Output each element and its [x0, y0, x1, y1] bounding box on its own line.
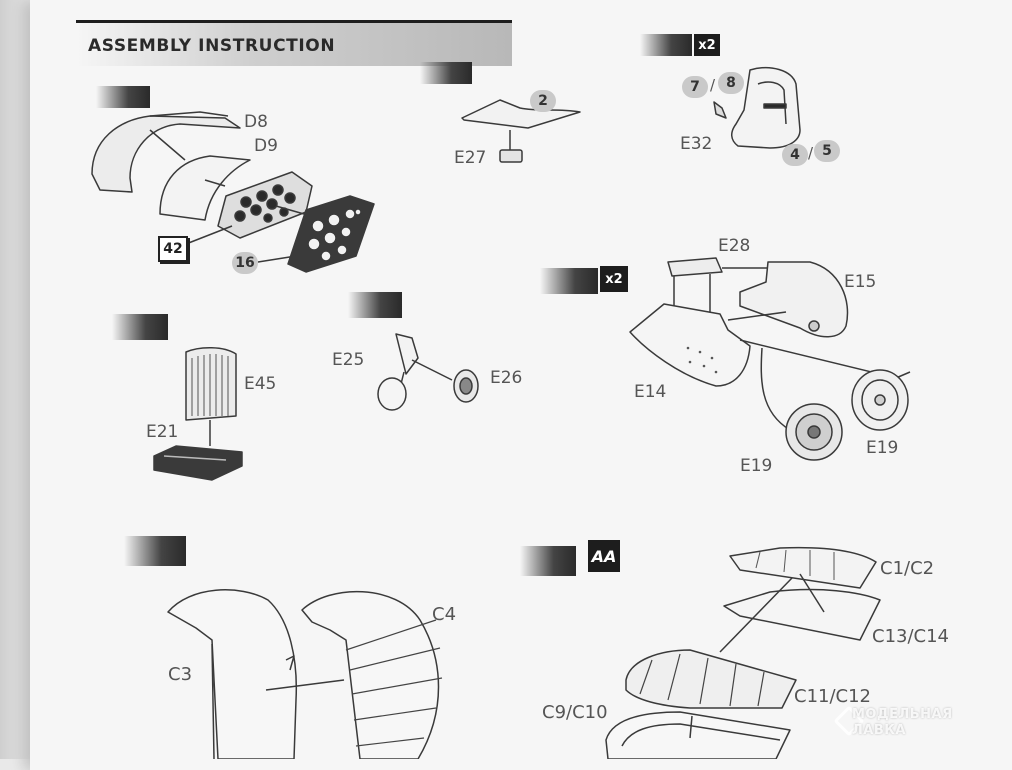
watermark: МОДЕЛЬНАЯ ЛАВКА: [852, 707, 1002, 747]
title-bar: [76, 20, 512, 66]
label-e27: E27: [454, 148, 487, 168]
label-e19-left: E19: [740, 456, 773, 476]
callout-8: 8: [718, 72, 744, 94]
callout-slash-45: /: [808, 144, 814, 162]
label-e19-right: E19: [866, 438, 899, 458]
part-c9c10-shape: [605, 711, 791, 759]
part-c13c14-shape: [723, 588, 881, 641]
callout-5: 5: [814, 140, 840, 162]
step-bar-2: [420, 62, 472, 84]
part-e45-shape: [185, 347, 237, 446]
part-d8-shape: [91, 111, 241, 193]
part-e32-shape: [713, 66, 801, 149]
callout-7: 7: [682, 76, 708, 98]
label-d9: D9: [254, 136, 278, 156]
part-e14-shape: [629, 303, 787, 387]
label-e15: E15: [844, 272, 877, 292]
watermark-line1: МОДЕЛЬНАЯ: [852, 707, 953, 722]
label-e25: E25: [332, 350, 365, 370]
label-e32: E32: [680, 134, 713, 154]
part-e19-wheel-right: [851, 369, 909, 431]
label-c3: C3: [168, 664, 193, 685]
watermark-line2: ЛАВКА: [852, 723, 906, 738]
label-e14: E14: [634, 382, 667, 402]
callout-4: 4: [782, 144, 808, 166]
multiplier-badge-top: x2: [694, 34, 720, 56]
part-c4-shape: [301, 590, 443, 759]
step-bar-1: [96, 86, 150, 108]
step-bar-4: [540, 268, 598, 294]
step-bar-7: [124, 536, 186, 566]
part-c11c12-shape: [625, 649, 797, 709]
label-e21: E21: [146, 422, 179, 442]
label-e26: E26: [490, 368, 523, 388]
part-e19-wheel-left: [785, 403, 843, 461]
part-e21-shape: [153, 445, 243, 481]
part-c1c2-shape: [729, 546, 877, 589]
step-bar-5: [112, 314, 168, 340]
label-e28: E28: [718, 236, 751, 256]
step-bar-6: [348, 292, 402, 318]
callout-2: 2: [530, 90, 556, 112]
part-e27-shape: [461, 99, 581, 163]
label-c4: C4: [432, 604, 457, 625]
part-d9-shape: [149, 129, 251, 221]
label-e45: E45: [244, 374, 277, 394]
callout-box-42: 42: [158, 236, 188, 262]
label-c9c10: C9/C10: [542, 702, 608, 723]
page-title: ASSEMBLY INSTRUCTION: [88, 36, 336, 56]
part-e25-shape: [377, 333, 453, 411]
callout-slash-78: /: [710, 76, 716, 94]
part-e15-shape: [739, 261, 849, 338]
label-c13c14: C13/C14: [872, 626, 950, 647]
multiplier-badge-mid: x2: [600, 266, 628, 292]
label-c11c12: C11/C12: [794, 686, 872, 707]
brand-badge: AA: [588, 540, 620, 572]
part-c3-shape: [167, 589, 298, 759]
label-c1c2: C1/C2: [880, 558, 935, 579]
part-instrument-panel-front: [287, 195, 375, 273]
step-bar-8: [520, 546, 576, 576]
part-e26-shape: [453, 369, 479, 403]
part-instrument-panel-back: [217, 171, 313, 239]
callout-16: 16: [232, 252, 258, 274]
step-bar-3: [640, 34, 692, 56]
label-d8: D8: [244, 112, 268, 132]
